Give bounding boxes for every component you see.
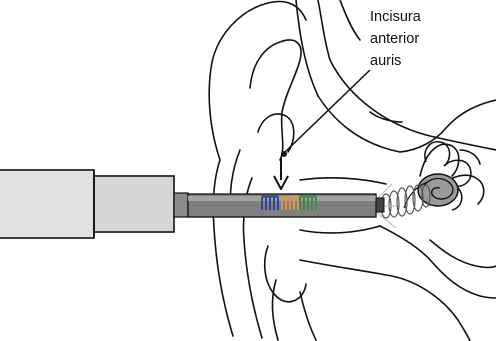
label-line-3: auris <box>370 53 401 69</box>
ear-outline <box>209 0 496 341</box>
label-line-1: Incisura <box>370 9 422 25</box>
tool-handle <box>0 170 94 238</box>
insertion-tool <box>0 170 384 238</box>
tool-tip <box>376 198 384 212</box>
tool-collar <box>94 176 174 232</box>
cochlea <box>404 174 458 208</box>
tool-neck <box>174 193 188 217</box>
arrow-down-icon <box>274 158 288 189</box>
annotation-pointer <box>281 70 370 157</box>
label-line-2: anterior <box>370 31 419 47</box>
annotation-label: Incisura anterior auris <box>370 9 422 69</box>
electrode-array <box>262 196 316 210</box>
